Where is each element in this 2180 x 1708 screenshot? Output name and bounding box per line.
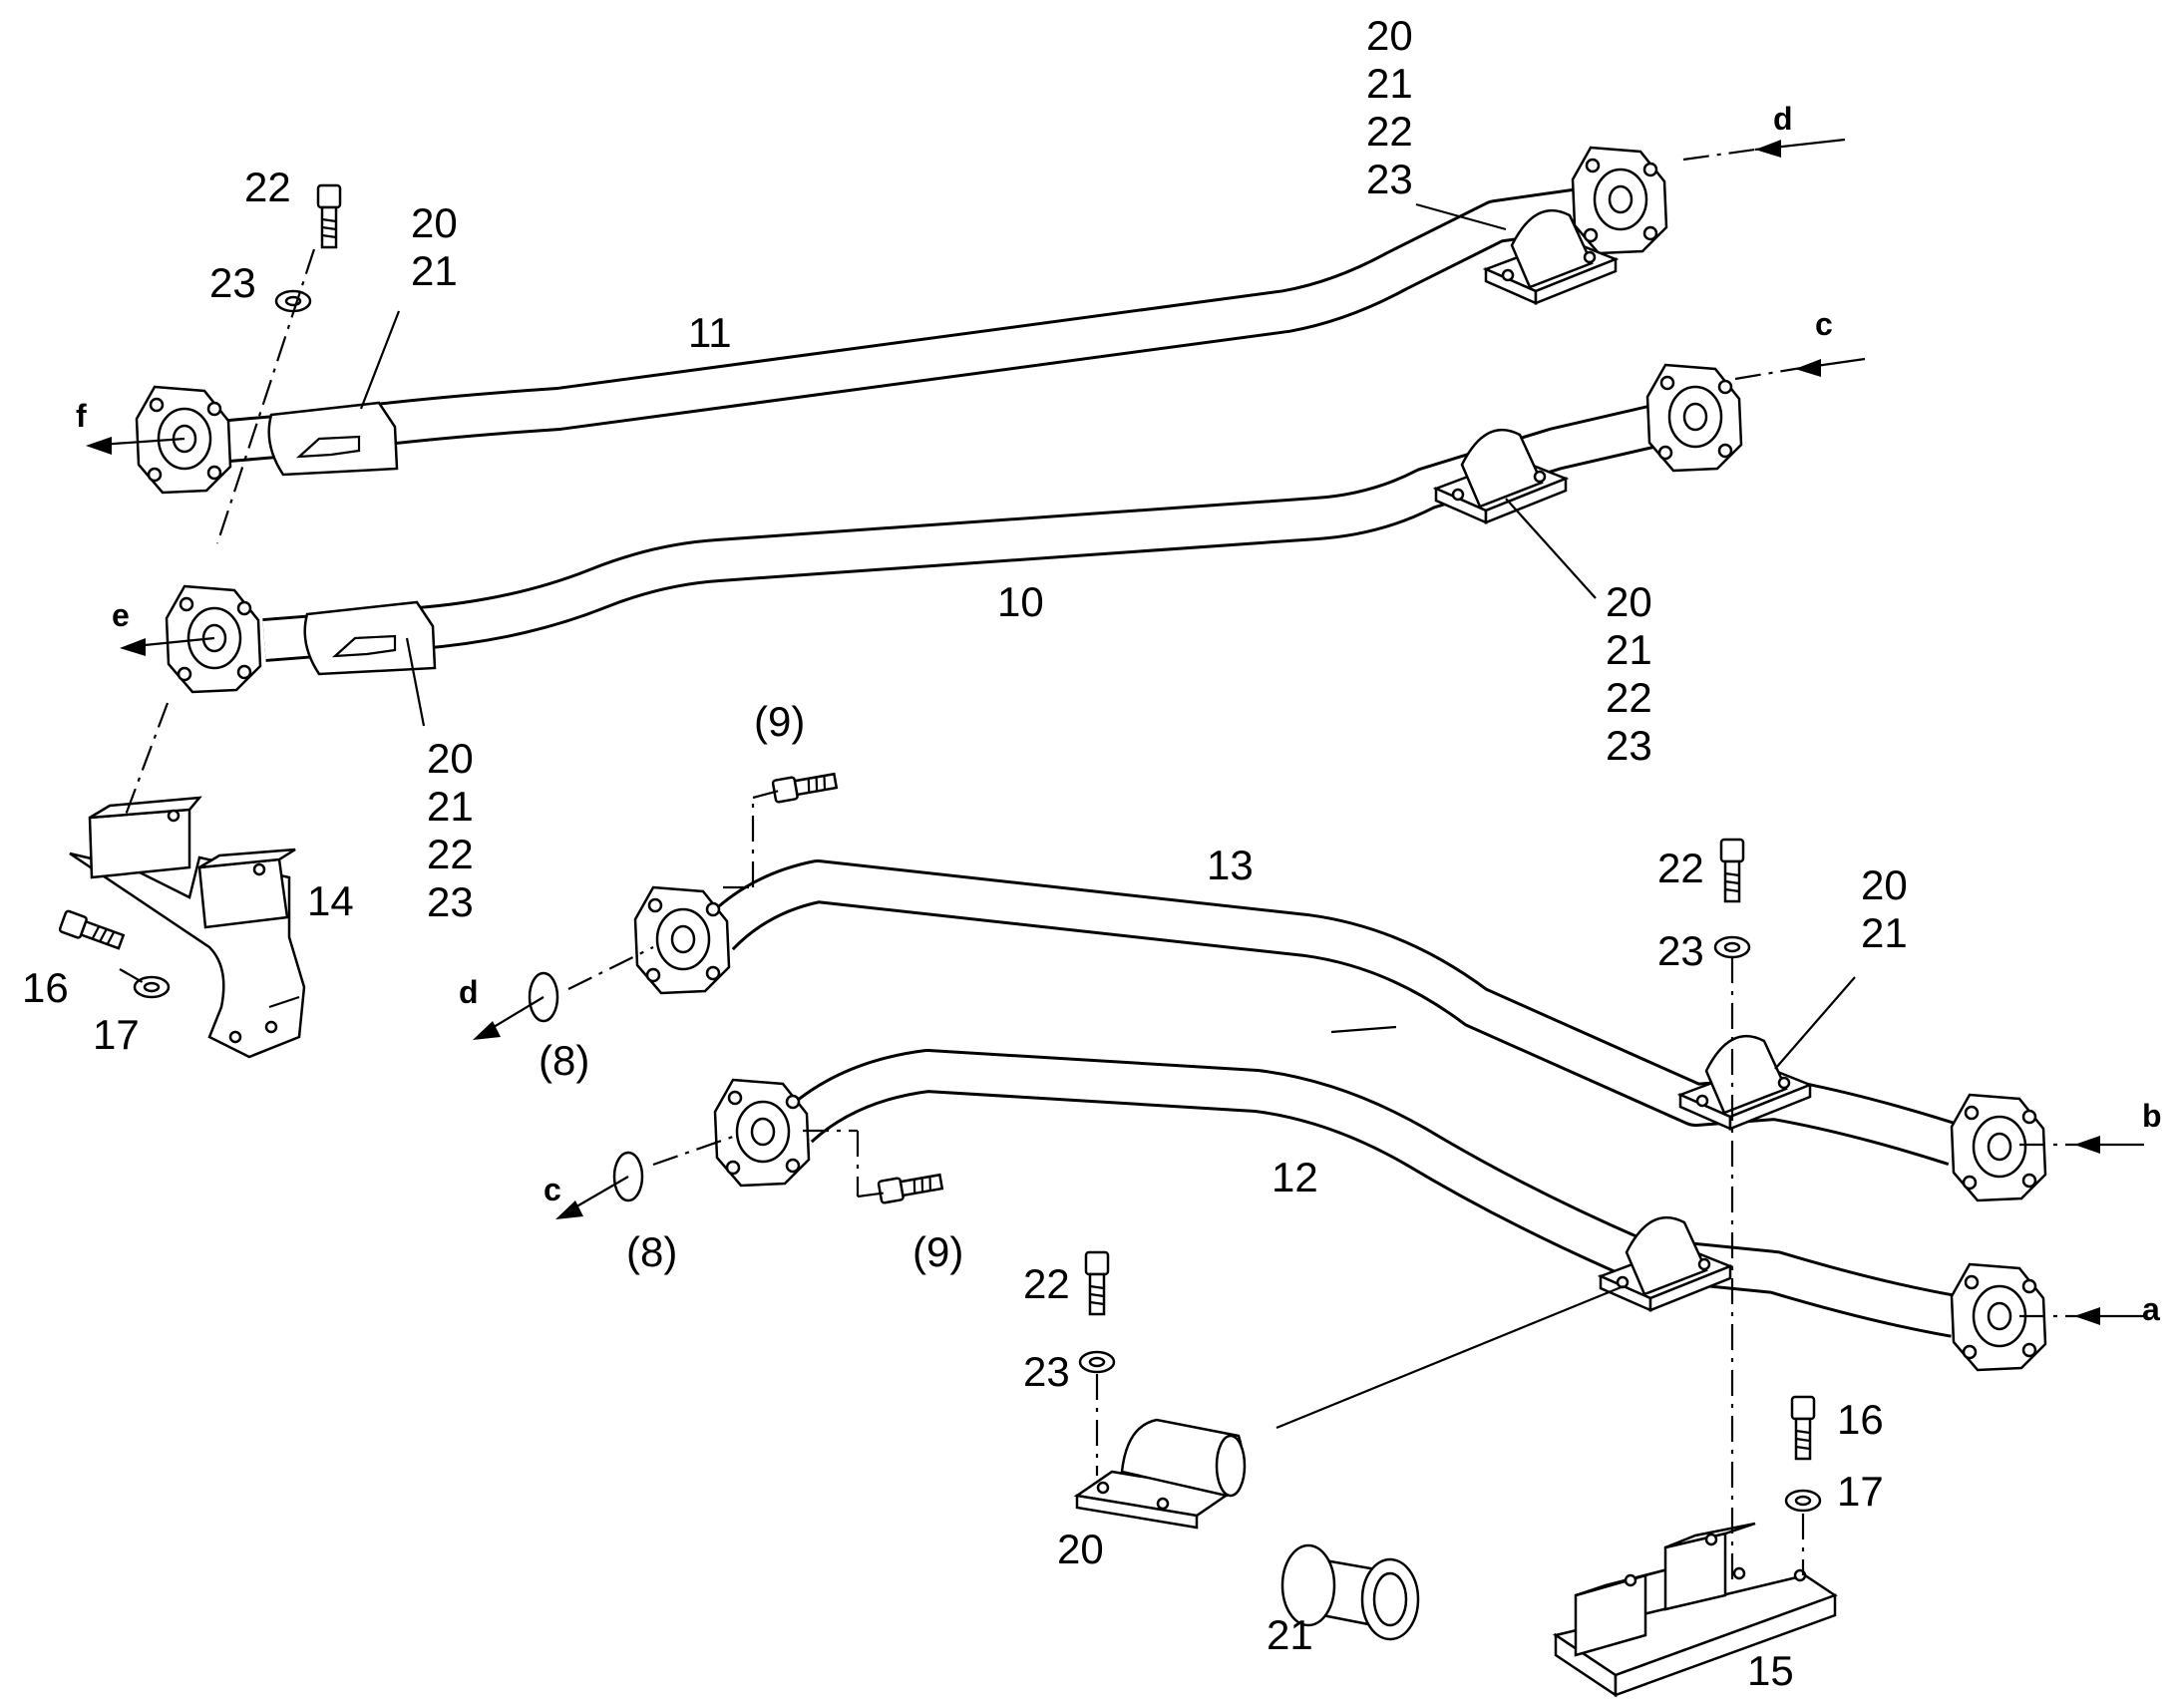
label-22-top-left: 22	[244, 164, 291, 210]
label-9-upper: (9)	[754, 698, 805, 745]
label-20-lower: 20	[1057, 1526, 1104, 1572]
stack-mid-right-22: 22	[1606, 674, 1652, 721]
bolt-16-left	[58, 908, 127, 954]
stack-mid-left-22: 22	[427, 831, 474, 877]
label-10: 10	[997, 578, 1044, 625]
label-12: 12	[1272, 1154, 1318, 1200]
label-21-right: 21	[1861, 909, 1908, 956]
label-11: 11	[688, 309, 732, 356]
stack-mid-left-23: 23	[427, 878, 474, 925]
label-22-right: 22	[1657, 845, 1704, 891]
stack-top-20: 20	[1366, 12, 1413, 59]
label-8-lower: (8)	[626, 1228, 677, 1275]
pipe-12	[713, 1049, 2047, 1372]
port-label-a: a	[2142, 1291, 2160, 1327]
clamp-20-loose	[1073, 1418, 1247, 1530]
label-17-right: 17	[1837, 1468, 1884, 1515]
pipe-13-left-flange	[633, 885, 731, 995]
port-label-f: f	[76, 398, 87, 434]
port-label-b: b	[2142, 1098, 2162, 1134]
label-23-top-left: 23	[209, 259, 256, 306]
assembly-lines	[119, 148, 2074, 1585]
label-17-left: 17	[93, 1011, 140, 1058]
screw-9-lower	[877, 1170, 944, 1204]
stack-mid-left-21: 21	[427, 783, 474, 830]
port-label-d-left: d	[459, 974, 479, 1010]
washer-17-right	[1784, 1489, 1822, 1513]
screw-9-upper	[771, 769, 839, 804]
bolt-16-right	[1790, 1395, 1816, 1461]
label-16-right: 16	[1837, 1396, 1884, 1443]
washer-23-lower	[1078, 1350, 1116, 1374]
pipe-10	[165, 363, 1743, 694]
label-9-lower: (9)	[912, 1228, 963, 1275]
stack-top-21: 21	[1366, 60, 1413, 107]
label-20-top-left: 20	[411, 199, 458, 246]
pipe-11-right-flange	[1571, 146, 1668, 255]
stack-mid-left-20: 20	[427, 735, 474, 782]
stack-mid-right-21: 21	[1606, 626, 1652, 673]
stack-mid-right-20: 20	[1606, 578, 1652, 625]
stack-mid-right-23: 23	[1606, 722, 1652, 769]
label-13: 13	[1207, 842, 1254, 888]
pipe-11	[135, 146, 1668, 495]
part-labels: 11 10 13 12 14 15 16 17 16 17 22 23 20 2…	[22, 12, 1908, 1694]
label-14: 14	[307, 877, 354, 924]
label-16-left: 16	[22, 964, 69, 1011]
label-23-right: 23	[1657, 927, 1704, 974]
pipe-13	[633, 859, 2047, 1202]
label-22-lower: 22	[1023, 1260, 1070, 1307]
pipe-10-right-flange	[1645, 363, 1743, 473]
washer-23-top-left	[274, 289, 312, 313]
bracket-15	[1552, 1522, 1838, 1698]
pipe-12-left-flange	[713, 1078, 811, 1188]
label-8-upper: (8)	[539, 1037, 589, 1084]
bracket-14	[69, 796, 306, 1059]
bolt-22-lower	[1084, 1250, 1110, 1316]
stack-top-22: 22	[1366, 108, 1413, 155]
washer-23-right	[1713, 935, 1751, 959]
port-labels: b a c d c d e f	[76, 101, 2162, 1327]
port-label-c-left: c	[544, 1172, 561, 1207]
label-20-right: 20	[1861, 861, 1908, 908]
leader-lines	[268, 202, 1856, 1430]
port-label-c-right: c	[1815, 306, 1833, 342]
label-23-lower: 23	[1023, 1348, 1070, 1395]
label-21-lower: 21	[1267, 1611, 1313, 1658]
stack-top-23: 23	[1366, 156, 1413, 202]
label-21-top-left: 21	[411, 247, 458, 294]
label-15: 15	[1747, 1647, 1794, 1694]
bolt-22-right	[1719, 838, 1745, 903]
port-label-d-right: d	[1773, 101, 1793, 137]
flow-arrows	[86, 138, 2144, 1325]
pipe-13-right-flange	[1950, 1093, 2047, 1202]
port-label-e: e	[112, 597, 130, 633]
bolt-22-top-left	[316, 183, 342, 249]
sleeve-21-loose	[1280, 1543, 1420, 1641]
